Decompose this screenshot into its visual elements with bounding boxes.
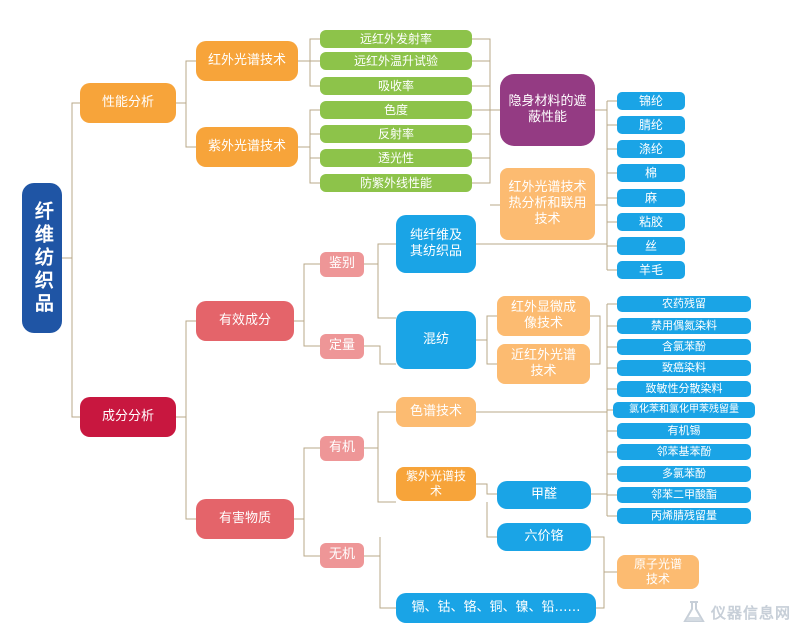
nir-spectroscopy-node: 近红外光谱技术 (497, 344, 590, 384)
substance-node: 有机锡 (617, 423, 751, 439)
fiber-node: 涤纶 (617, 140, 685, 158)
inorganic-node: 无机 (320, 543, 364, 568)
substance-node: 含氯苯酚 (617, 339, 751, 355)
formaldehyde-node: 甲醛 (497, 481, 591, 509)
heavy-metals-node: 镉、钴、铬、铜、镍、铅…… (396, 593, 596, 623)
harmful-substance-node: 有害物质 (196, 499, 294, 539)
watermark: 仪器信息网 (681, 599, 791, 625)
ir-microscopy-node: 红外显微成像技术 (497, 296, 590, 336)
uv-item-node: 色度 (320, 101, 472, 119)
organic-node: 有机 (320, 436, 364, 461)
substance-node: 邻苯二甲酸酯 (617, 487, 751, 503)
ir-item-node: 远红外发射率 (320, 30, 472, 48)
fiber-node: 丝 (617, 237, 685, 255)
ir-item-node: 吸收率 (320, 77, 472, 95)
ir-spectroscopy-node: 红外光谱技术 (196, 41, 298, 81)
substance-node: 氯化苯和氯化甲苯残留量 (613, 402, 755, 418)
substance-node: 丙烯腈残留量 (617, 508, 751, 524)
composition-analysis-node: 成分分析 (80, 397, 176, 437)
substance-node: 邻苯基苯酚 (617, 444, 751, 460)
fiber-node: 棉 (617, 164, 685, 182)
root-node: 纤维纺织品 (22, 183, 62, 333)
identify-node: 鉴别 (320, 252, 364, 277)
pure-fiber-node: 纯纤维及其纺织品 (396, 215, 476, 273)
substance-node: 农药残留 (617, 296, 751, 312)
uv-item-node: 防紫外线性能 (320, 174, 472, 192)
ir-thermal-node: 红外光谱技术热分析和联用技术 (500, 168, 595, 240)
performance-analysis-node: 性能分析 (80, 83, 176, 123)
uv-harmful-node: 紫外光谱技术 (396, 467, 476, 501)
stealth-material-node: 隐身材料的遮蔽性能 (500, 74, 595, 146)
fiber-node: 粘胶 (617, 213, 685, 231)
hexavalent-chromium-node: 六价铬 (497, 523, 591, 551)
fiber-node: 锦纶 (617, 92, 685, 110)
watermark-text: 仪器信息网 (710, 603, 791, 622)
quantify-node: 定量 (320, 334, 364, 359)
substance-node: 致敏性分散染料 (617, 381, 751, 397)
uv-item-node: 透光性 (320, 149, 472, 167)
effective-component-node: 有效成分 (196, 301, 294, 341)
flask-icon (683, 601, 705, 622)
ir-item-node: 远红外温升试验 (320, 52, 472, 70)
chromatography-node: 色谱技术 (396, 397, 476, 427)
blend-node: 混纺 (396, 311, 476, 369)
fiber-node: 羊毛 (617, 261, 685, 279)
fiber-node: 腈纶 (617, 116, 685, 134)
uv-item-node: 反射率 (320, 125, 472, 143)
substance-node: 致癌染料 (617, 360, 751, 376)
substance-node: 禁用偶氮染料 (617, 318, 751, 334)
substance-node: 多氯苯酚 (617, 466, 751, 482)
fiber-node: 麻 (617, 189, 685, 207)
uv-spectroscopy-node: 紫外光谱技术 (196, 127, 298, 167)
atomic-spectroscopy-node: 原子光谱技术 (617, 555, 699, 589)
